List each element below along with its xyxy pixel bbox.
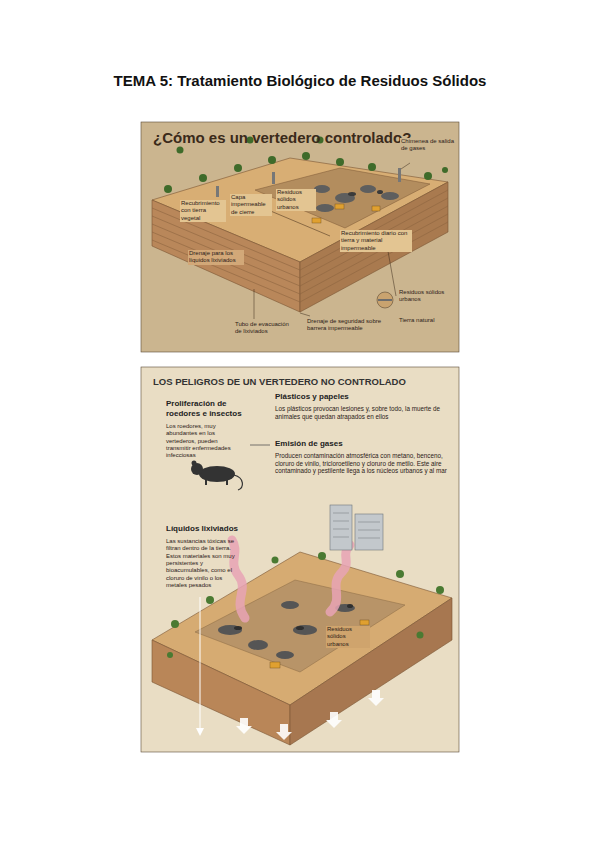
panel-ground	[141, 122, 459, 352]
panel-ground	[141, 367, 459, 752]
part-label: Drenaje de seguridad sobre barrera imper…	[306, 318, 386, 333]
section-heading: Plásticos y papeles	[275, 392, 450, 402]
part-label: Residuos sólidos urbanos	[276, 189, 316, 211]
section-body: Los roedores, muy abundantes en los vert…	[166, 423, 238, 460]
part-label: Drenaje para los líquidos lixiviados	[188, 250, 244, 265]
part-label: Recubrimiento diario con tierra y materi…	[340, 230, 412, 252]
part-label: Chimenea de salida de gases	[400, 138, 456, 153]
section-heading: Proliferación de roedores e insectos	[166, 399, 248, 419]
section-heading: Emisión de gases	[275, 439, 450, 449]
section-heading: Líquidos lixiviados	[166, 524, 261, 534]
panel-title: LOS PELIGROS DE UN VERTEDERO NO CONTROLA…	[153, 376, 447, 387]
section-body: Producen contaminación atmosférica con m…	[275, 452, 450, 475]
page-title: TEMA 5: Tratamiento Biológico de Residuo…	[20, 72, 580, 90]
part-label: Recubrimiento con tierra vegetal	[180, 200, 226, 222]
uncontrolled-landfill	[152, 445, 452, 745]
part-label: Residuos sólidos urbanos	[398, 289, 454, 304]
part-label: Capa impermeable de cierre	[230, 194, 272, 216]
section-body: Las sustancias tóxicas se filtran dentro…	[166, 538, 240, 589]
part-label: Tubo de evacuación de lixiviados	[234, 321, 294, 336]
section-body: Los plásticos provocan lesiones y, sobre…	[275, 405, 450, 420]
part-label: Residuos sólidos urbanos	[326, 626, 370, 648]
part-label: Tierra natural	[398, 317, 454, 324]
rat-figure	[191, 461, 235, 486]
